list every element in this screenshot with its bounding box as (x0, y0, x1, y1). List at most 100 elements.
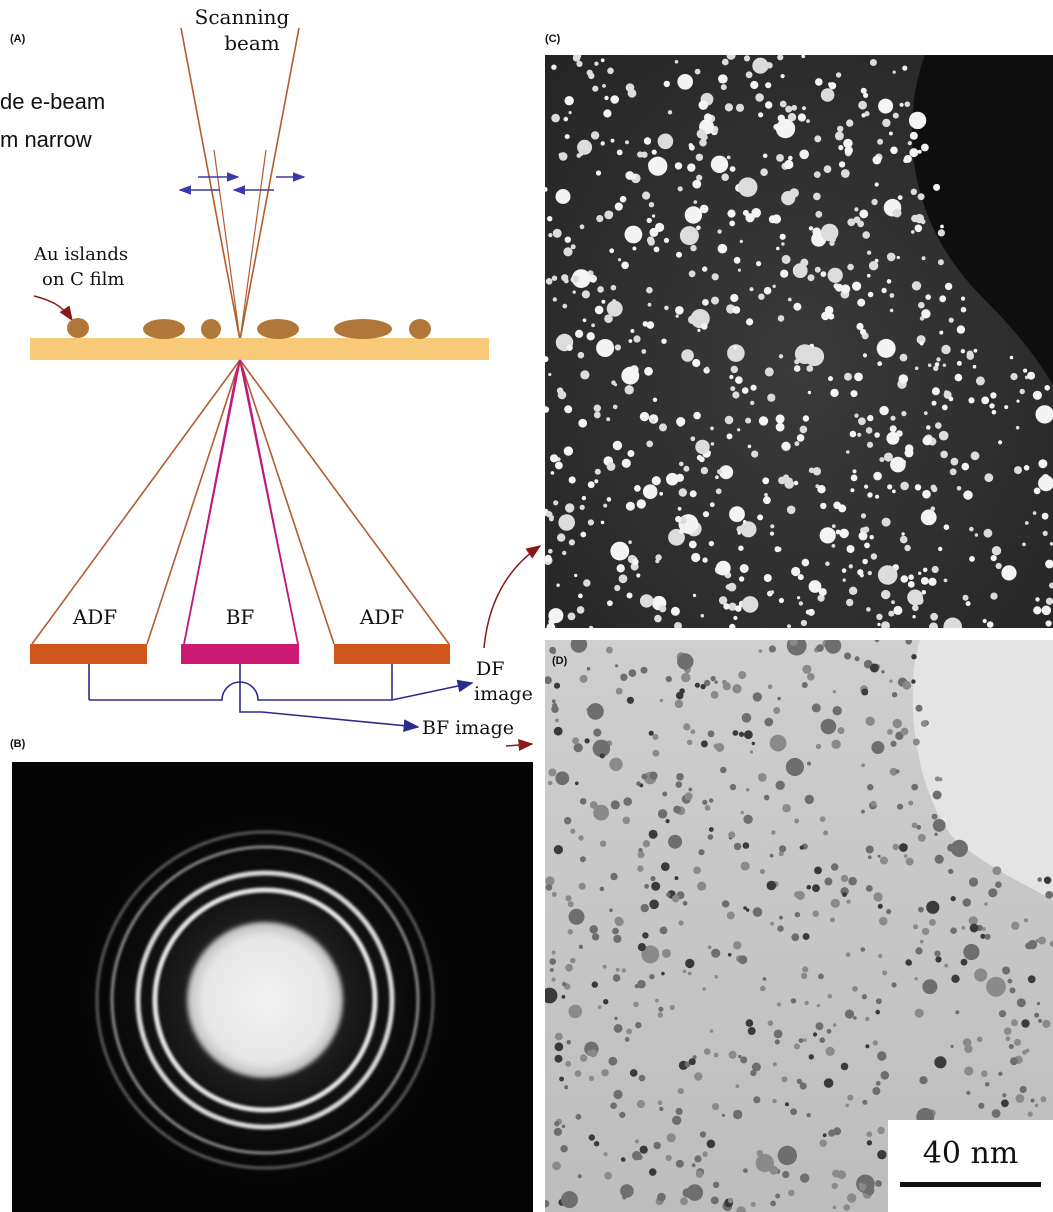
bf-particle (880, 856, 888, 865)
df-particle (807, 274, 815, 282)
bf-particle (545, 676, 552, 685)
bf-particle (801, 682, 808, 688)
df-particle (919, 341, 924, 346)
df-particle (920, 577, 929, 585)
df-particle (591, 323, 595, 328)
df-particle (1041, 605, 1052, 616)
df-particle (918, 301, 925, 309)
df-particle (581, 495, 587, 501)
df-particle (852, 281, 862, 291)
bf-particle (1042, 1019, 1051, 1028)
df-particle (691, 552, 701, 563)
df-particle (593, 404, 601, 412)
bf-image-label: BF image (422, 717, 514, 739)
df-particle (659, 491, 664, 496)
bf-particle (921, 927, 930, 936)
bf-particle (769, 853, 774, 858)
bf-particle (796, 1078, 803, 1085)
df-particle (857, 432, 862, 437)
df-particle (902, 65, 908, 71)
df-particle (678, 488, 687, 497)
bf-particle (736, 1206, 746, 1212)
df-particle (940, 450, 948, 459)
df-particle (556, 583, 560, 587)
bf-particle (652, 749, 660, 757)
df-particle (666, 472, 679, 486)
bf-particle (790, 1108, 797, 1116)
df-particle (644, 366, 653, 376)
df-particle (831, 524, 836, 528)
df-particle (820, 271, 827, 277)
df-particle (956, 486, 962, 491)
df-particle (975, 376, 985, 386)
df-particle (775, 422, 785, 432)
df-particle (808, 226, 814, 231)
df-particle (621, 458, 631, 468)
df-particle (789, 188, 799, 198)
df-particle (974, 533, 979, 537)
bf-particle (637, 851, 645, 859)
df-particle (646, 236, 655, 244)
df-particle (1044, 385, 1050, 391)
bf-particle (974, 968, 988, 982)
df-particle (548, 618, 555, 625)
df-particle (745, 417, 752, 424)
bf-particle (589, 1049, 598, 1058)
bf-particle (861, 809, 865, 814)
bf-particle (911, 783, 919, 791)
adf-detector-left (30, 644, 147, 664)
bf-particle (612, 927, 619, 935)
df-particle (627, 450, 635, 457)
bf-particle (879, 916, 888, 926)
df-particle (737, 428, 741, 432)
df-particle (875, 494, 880, 499)
bf-particle (1009, 987, 1016, 994)
bf-particle (666, 1133, 676, 1143)
df-particle (737, 177, 758, 197)
df-particle (1042, 474, 1050, 482)
df-particle (898, 374, 909, 384)
bf-particle (935, 956, 942, 963)
df-particle (784, 479, 794, 489)
bf-particle (749, 750, 754, 754)
bf-particle (579, 1054, 588, 1062)
bf-particle (559, 1076, 564, 1082)
bf-particle (673, 805, 681, 814)
df-particle (1038, 475, 1053, 492)
df-particle (607, 600, 613, 607)
bf-particle (603, 999, 609, 1005)
df-particle (676, 251, 682, 258)
df-particle (770, 524, 775, 529)
bf-particle (636, 781, 641, 786)
bf-particle (831, 739, 841, 749)
df-particle (742, 523, 752, 533)
bf-particle (738, 1054, 742, 1059)
bf-particle (626, 1028, 632, 1035)
df-particle (846, 450, 850, 454)
df-particle (650, 418, 656, 423)
df-particle (931, 486, 938, 493)
df-particle (842, 578, 846, 582)
bf-particle (871, 741, 885, 754)
bf-particle (740, 1056, 748, 1064)
bf-particle (950, 1044, 954, 1048)
df-particle (779, 100, 787, 108)
df-particle (579, 504, 585, 510)
df-particle (827, 267, 843, 283)
df-particle (595, 170, 602, 176)
df-particle (763, 574, 772, 582)
df-particle (890, 415, 896, 421)
df-particle (696, 174, 703, 181)
bf-particle (565, 895, 572, 902)
df-particle (642, 484, 658, 500)
df-particle (1023, 465, 1030, 471)
df-particle (625, 140, 629, 145)
df-particle (888, 610, 895, 617)
bf-particle (962, 898, 972, 907)
df-particle (695, 153, 704, 161)
df-particle (878, 98, 894, 114)
df-particle (797, 574, 804, 581)
bf-particle (840, 1062, 849, 1071)
df-particle (854, 372, 863, 382)
df-particle (927, 363, 932, 368)
